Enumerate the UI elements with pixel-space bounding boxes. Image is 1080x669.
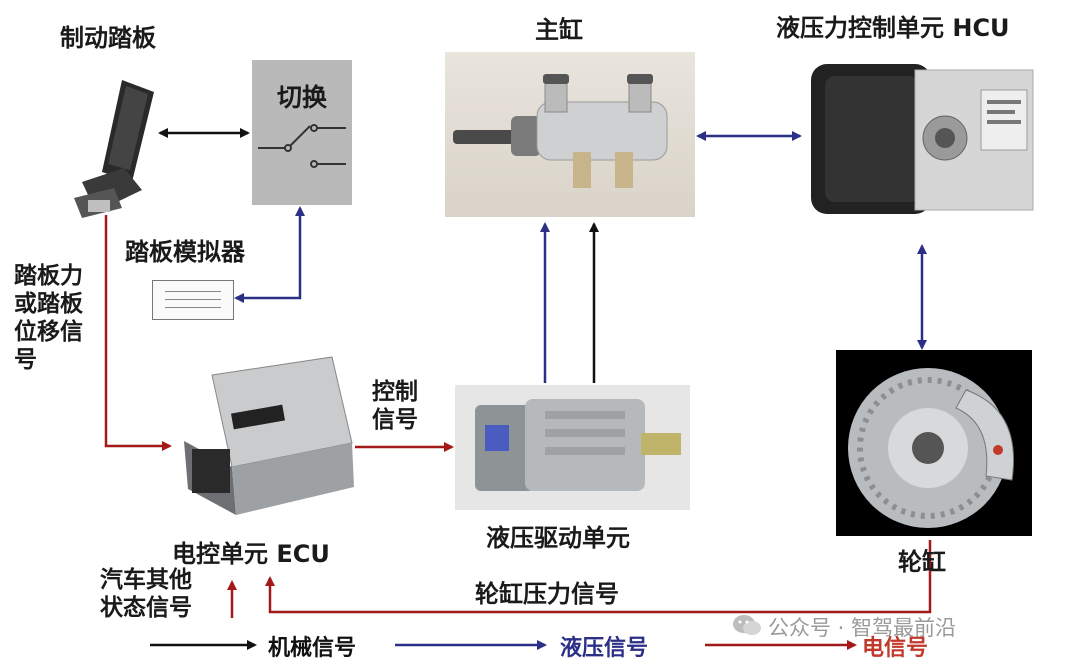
wheel-cylinder-image <box>836 350 1032 536</box>
other-signals-label: 汽车其他 状态信号 <box>100 567 192 622</box>
ecu-label: 电控单元 ECU <box>172 540 330 568</box>
ecu-image <box>162 355 358 535</box>
hcu-label: 液压力控制单元 HCU <box>776 14 1010 42</box>
brake-pedal-label: 制动踏板 <box>60 24 156 52</box>
pedal-simulator-icon <box>152 280 234 320</box>
legend-hydraulic-label: 液压信号 <box>560 636 649 661</box>
pedal-simulator-label: 踏板模拟器 <box>125 238 245 266</box>
wechat-icon <box>732 613 762 637</box>
watermark-text: 公众号 · 智驾最前沿 <box>768 616 957 640</box>
control-signal-label: 控制 信号 <box>372 379 418 434</box>
legend-mechanical-label: 机械信号 <box>268 636 357 661</box>
legend-electrical-label: 电信号 <box>862 636 929 661</box>
brake-pedal-image <box>62 72 162 222</box>
hydraulic-drive-image <box>455 385 690 510</box>
wheel-cylinder-label: 轮缸 <box>898 548 946 576</box>
pedal-force-label: 踏板力 或踏板 位移信 号 <box>14 263 83 374</box>
hydraulic-drive-label: 液压驱动单元 <box>486 524 630 552</box>
switch-label: 切换 <box>276 83 327 112</box>
switch-box: 切换 <box>252 60 352 205</box>
hcu-image <box>805 50 1043 230</box>
master-cylinder-label: 主缸 <box>535 16 583 44</box>
switch-symbol <box>258 124 346 168</box>
master-cylinder-image <box>445 52 695 217</box>
wheel-pressure-signal-label: 轮缸压力信号 <box>475 580 619 608</box>
